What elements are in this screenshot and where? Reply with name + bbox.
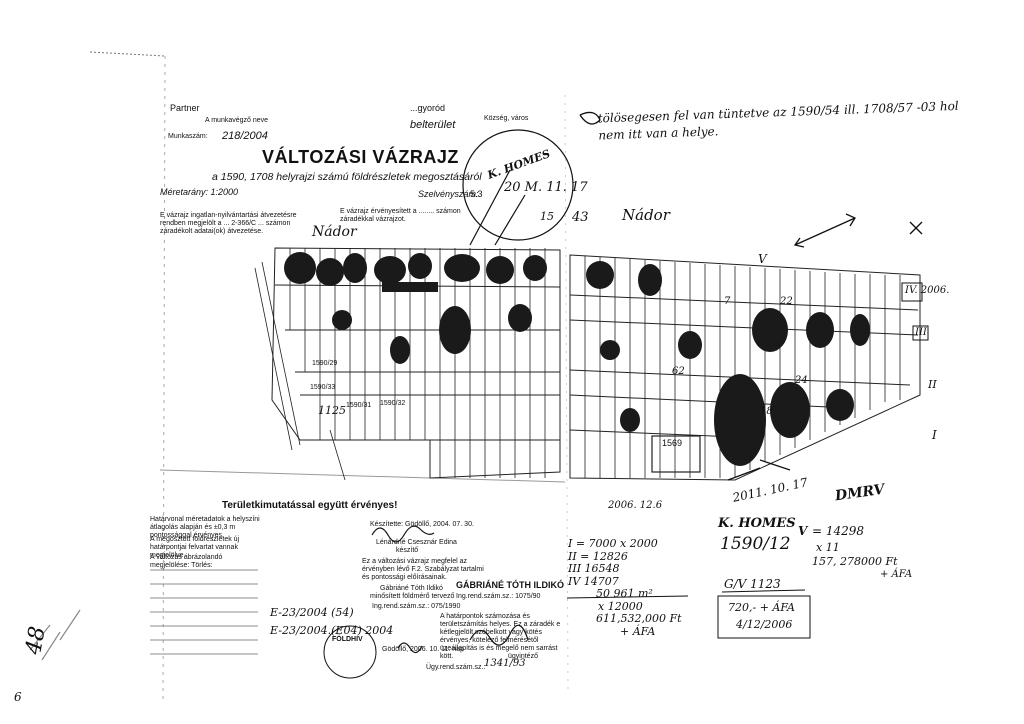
calc-v-mult: x 11 — [816, 541, 840, 554]
street-name-right: Nádor — [622, 206, 670, 224]
checker-role: minősített földmérő tervező — [370, 593, 455, 600]
validity-note: Területkimutatással együtt érvényes! — [222, 500, 398, 511]
partner-label: Partner — [170, 103, 200, 113]
prepared-name: Lénárdné Csesznár Edina — [376, 539, 457, 546]
calc-row: II = 12826 — [568, 549, 628, 563]
stamp-code2: 43 — [572, 210, 589, 225]
roman-iii-label: III — [915, 327, 927, 338]
roman-ii-label: II — [928, 378, 937, 391]
footer-note-2: A megosztott földrészletek új határpontj… — [150, 536, 240, 559]
calc-box-value: 720,- + ÁFA — [728, 601, 795, 614]
checker-name: Gábriáné Tóth Ildikó — [380, 585, 443, 592]
calc-date-note: 2006. 12.6 — [608, 500, 663, 511]
registry-person: ügyintéző — [508, 653, 538, 660]
lot-18: 18 — [760, 406, 773, 417]
street-name-left: Nádor — [312, 224, 357, 240]
calc-parcel: 1590/12 — [720, 534, 791, 554]
checked-statement: Ez a változási vázrajz megfelel az érvén… — [362, 558, 484, 581]
roman-brackets — [901, 282, 929, 341]
calc-v-label: V — [798, 524, 808, 538]
place-name: ...gyoród — [410, 103, 446, 113]
calc-row: 611,532,000 Ft — [596, 612, 682, 625]
signature-scribbles — [29, 525, 529, 679]
calc-rows: I = 7000 x 2000 II = 12826 III 16548 IV … — [568, 537, 682, 638]
lot-62: 62 — [672, 366, 685, 377]
redaction-marks-left — [284, 252, 547, 364]
handwritten-stamp-circle — [462, 129, 574, 246]
surveyor-stamp-license: Ing.rend.szám.sz.: 1075/90 — [456, 593, 541, 600]
surveyor-stamp-name: GÁBRIÁNÉ TÓTH ILDIKÓ — [456, 580, 564, 590]
lot-1590-31: 1590/31 — [346, 402, 372, 409]
right-registry-note: E vázrajz érvényesített a ........ számo… — [340, 208, 461, 223]
lot-1590-29: 1590/29 — [312, 360, 338, 367]
calc-row: III 16548 — [568, 562, 620, 575]
stamp-date: 20 M. 11. 17 — [504, 180, 588, 195]
reference-1: E-23/2004 (54) — [270, 606, 354, 619]
calc-row: + ÁFA — [620, 624, 656, 638]
redaction-marks-right — [586, 261, 870, 466]
stamp-code: 15 — [540, 210, 554, 223]
office-seal: FÖLDHIV — [332, 636, 363, 643]
roman-iv-label: IV. 2006. — [905, 285, 950, 296]
handwritten-arrows — [579, 111, 923, 481]
place-type-label: Község, város — [484, 115, 529, 122]
prepared-role: készítő — [396, 547, 419, 554]
lot-24: 24 — [795, 375, 808, 386]
margin-page-sub: 6 — [14, 690, 22, 704]
reference-2: E-23/2004.(E04) 2004 — [270, 624, 394, 637]
page-title: VÁLTOZÁSI VÁZRAJZ — [262, 147, 459, 167]
scale-label: Méretarány: 1:2000 — [160, 187, 239, 197]
roman-i-label: I — [932, 428, 937, 442]
lot-22: 22 — [780, 296, 793, 307]
footer-note-3: A változás ábrázolandó megjelölése: Törl… — [150, 554, 223, 569]
footer-note-1: Határvonal méretadatok a helyszíni átlag… — [150, 516, 260, 539]
sheet-number: 5.3 — [470, 189, 483, 199]
plot-1569-label: 1569 — [662, 438, 683, 448]
lot-7: 7 — [724, 296, 731, 307]
registry-statement: A határpontok számozása és területszámít… — [440, 613, 561, 660]
sheet-label: Szelvényszám: — [418, 189, 479, 199]
partner-sub-label: A munkavégző neve — [205, 117, 269, 124]
parcel-grid-right — [569, 254, 921, 481]
calc-row: IV 14707 — [568, 574, 619, 588]
lot-1590-32: 1590/32 — [380, 400, 406, 407]
prepared-label: Készítette: Gödöllő, 2004. 07. 30. — [370, 521, 474, 528]
left-registry-note: E vázrajz ingatlan-nyilvántartási átveze… — [160, 212, 297, 235]
calc-v-total: 157, 278000 Ft — [812, 555, 898, 568]
calc-v-vat: + ÁFA — [880, 569, 913, 580]
calc-row: I = 7000 x 2000 — [568, 537, 658, 550]
calc-box-date: 4/12/2006 — [736, 618, 793, 631]
footer-rule-lines — [150, 569, 258, 655]
worksheet-number: 218/2004 — [222, 130, 268, 142]
checker-license: Ing.rend.szám.sz.: 075/1990 — [372, 603, 461, 610]
registry-date: Gödöllő, 2006. 10. 11. nap — [382, 646, 464, 653]
lot-1590-33: 1590/33 — [310, 384, 336, 391]
calc-marks — [566, 589, 811, 639]
roman-v-label: V — [758, 252, 767, 266]
calc-signer: K. HOMES — [718, 516, 796, 531]
page-subtitle: a 1590, 1708 helyrajzi számú földrészlet… — [212, 171, 482, 183]
calc-row: x 12000 — [598, 599, 643, 613]
worksheet-label: Munkaszám: — [168, 133, 208, 140]
registry-id-label: Ügy.rend.szám.sz.: — [426, 664, 486, 671]
parcel-grid-left — [254, 247, 561, 481]
area-type: belterület — [410, 119, 456, 131]
calc-row: 50 961 m² — [596, 587, 653, 600]
calc-box-label: G/V 1123 — [724, 577, 781, 591]
registry-id: 1341/93 — [484, 658, 526, 669]
calc-v-value: = 14298 — [812, 524, 865, 538]
plot-1125-label: 1125 — [318, 404, 346, 417]
margin-page-number: 48 — [21, 624, 51, 657]
